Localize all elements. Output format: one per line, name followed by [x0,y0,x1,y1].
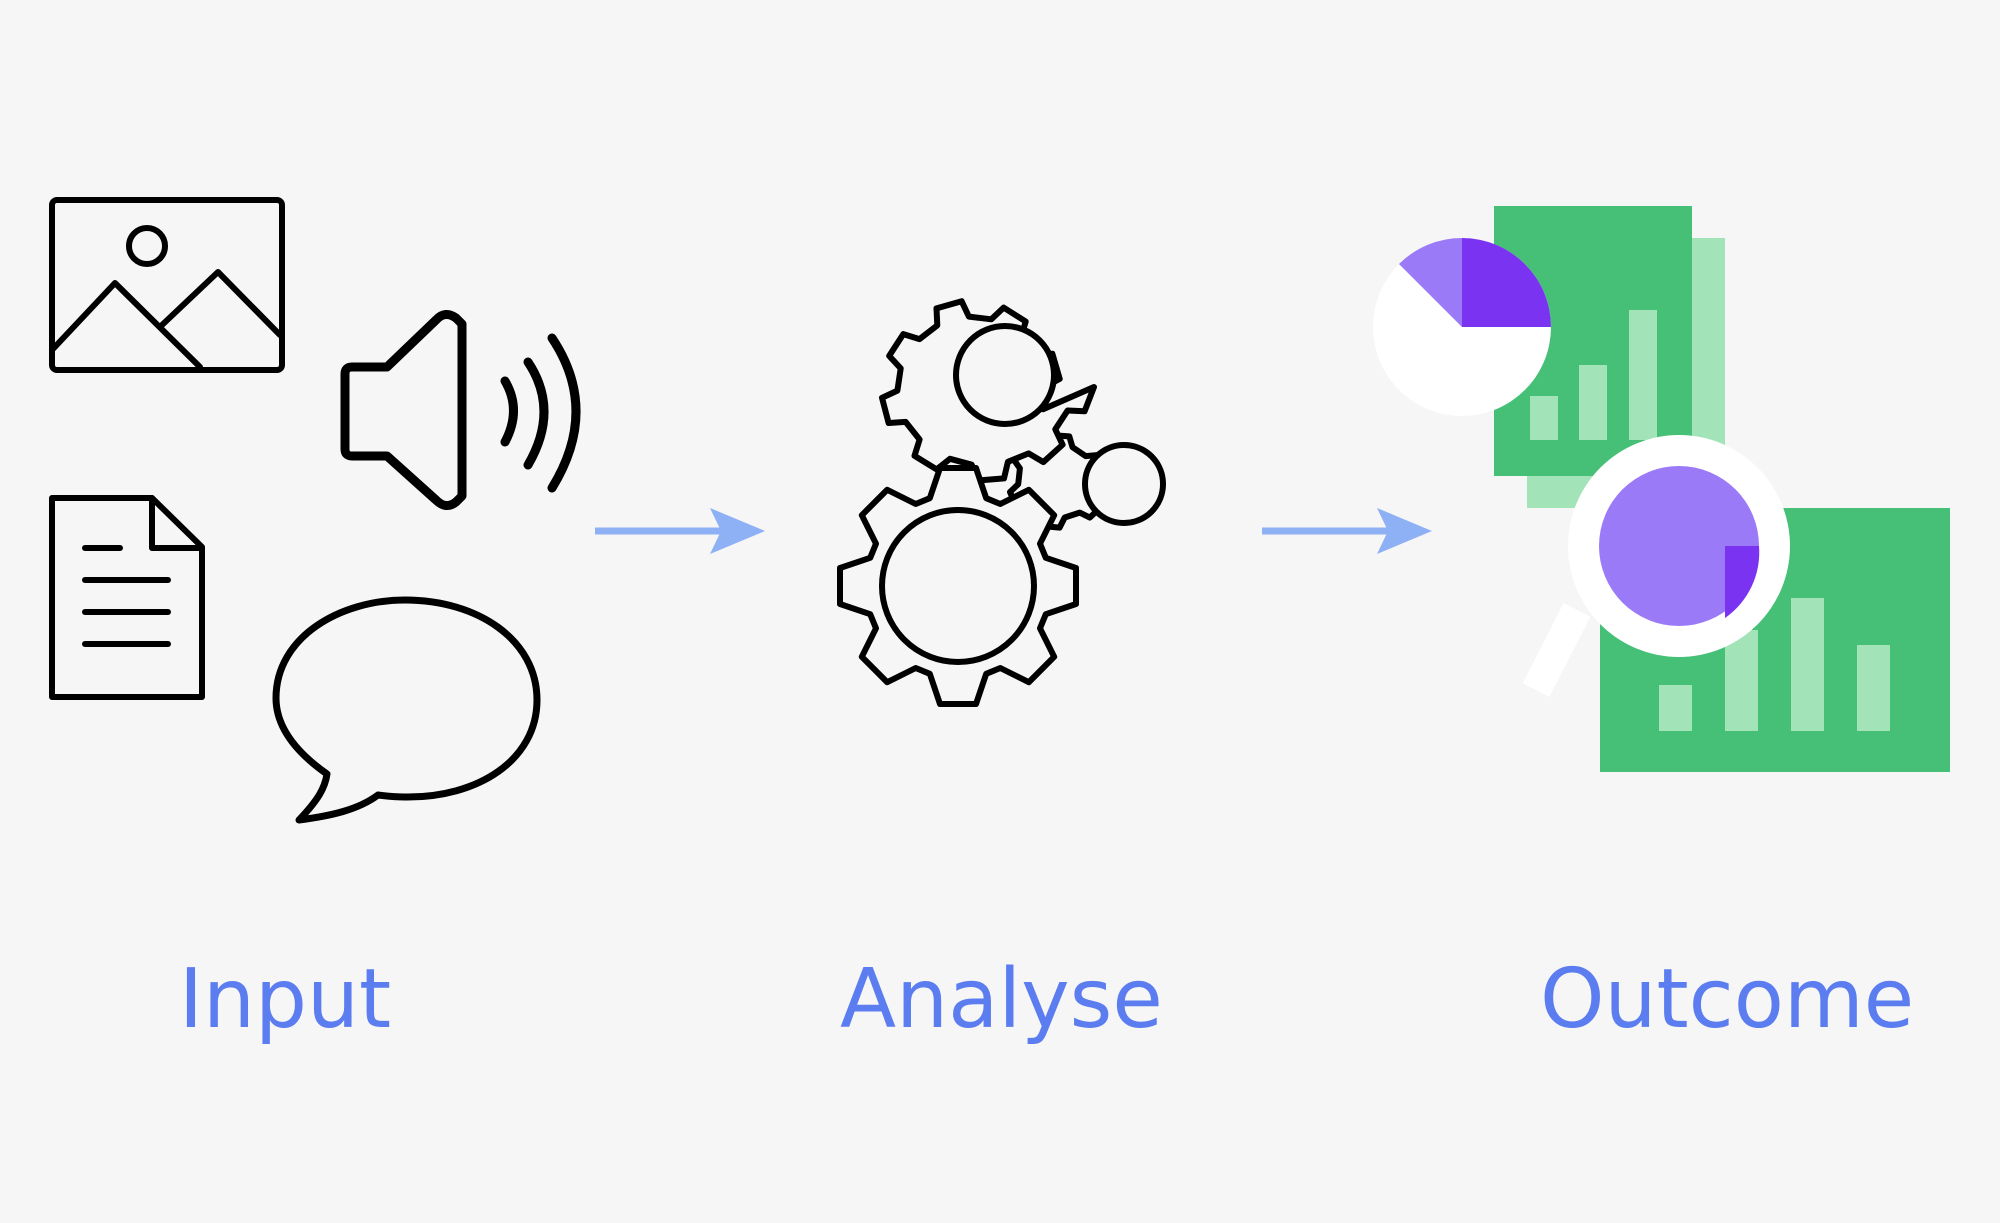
gears-icon [837,298,1166,707]
pie-chart-icon [1373,237,1551,416]
image-icon [49,197,285,373]
arrow-input-to-analyse [595,508,765,554]
stage-label-analyse: Analyse [840,952,1163,1047]
report-icon [1494,206,1950,772]
stage-label-input: Input [178,952,392,1047]
speaker-icon [340,310,581,510]
stage-label-outcome: Outcome [1540,952,1915,1047]
arrow-analyse-to-outcome [1262,508,1432,554]
speech-bubble-icon [272,596,541,824]
document-icon [49,495,205,700]
magnifier-icon [1522,435,1790,697]
